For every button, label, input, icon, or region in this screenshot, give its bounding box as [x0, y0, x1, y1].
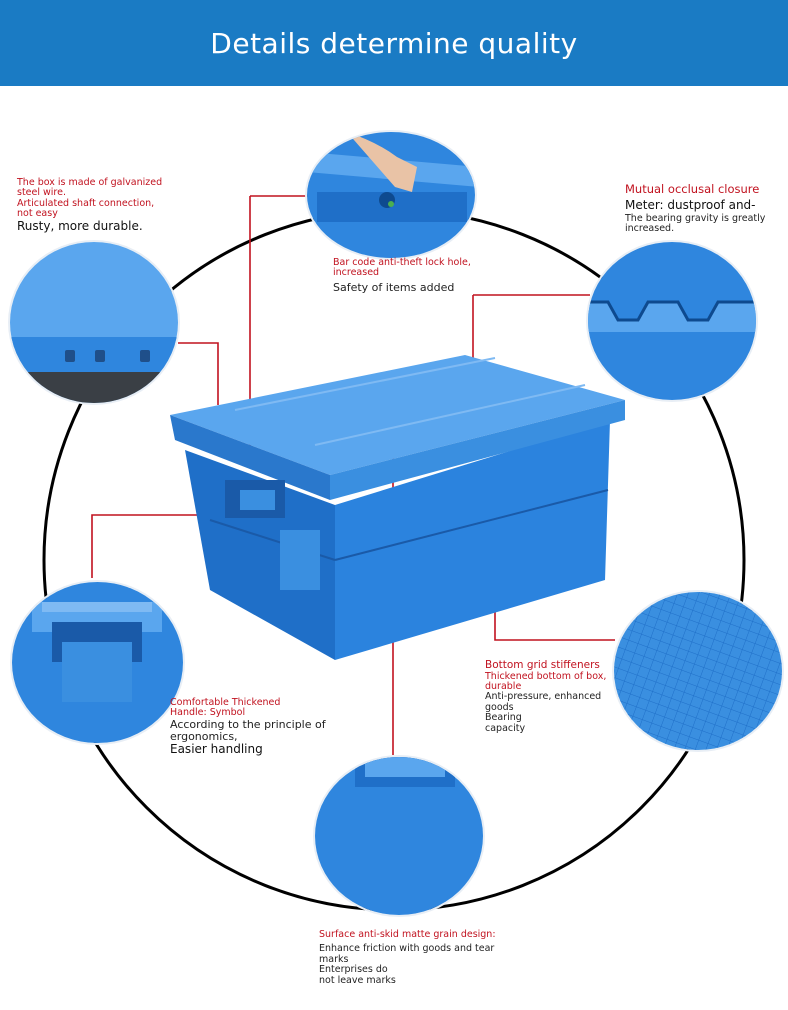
surface-caption-line5: not leave marks [319, 974, 396, 986]
surface-caption-line2: Enhance friction with goods and tear [319, 943, 495, 955]
lock-caption-line2: increased [333, 267, 380, 279]
detail-hinge-bubble [8, 240, 180, 405]
closure-caption: Mutual occlusal closure Meter: dustproof… [625, 183, 785, 235]
closure-caption-line1: Mutual occlusal closure [625, 182, 760, 196]
hinge-caption: The box is made of galvanized steel wire… [17, 177, 177, 233]
detail-lock-bubble [305, 130, 477, 260]
surface-caption-line3: marks [319, 953, 349, 965]
lock-caption-line1: Bar code anti-theft lock hole, [333, 257, 471, 268]
surface-caption: Surface anti-skid matte grain design: En… [319, 929, 519, 986]
header-banner: Details determine quality [0, 0, 788, 86]
bottom-caption-line3: durable [485, 680, 522, 692]
handle-caption-line1: Comfortable Thickened [170, 697, 281, 708]
hinge-caption-line2: steel wire. [17, 187, 66, 199]
surface-caption-line4: Enterprises do [319, 964, 388, 976]
hinge-caption-line3: Articulated shaft connection, [17, 197, 155, 209]
closure-caption-line2: Meter: dustproof and- [625, 197, 756, 212]
handle-caption-line3: According to the principle of [170, 717, 326, 731]
hinge-caption-line1: The box is made of galvanized [17, 177, 163, 188]
bottom-caption-line2: Thickened bottom of box, [485, 670, 607, 682]
handle-caption: Comfortable Thickened Handle: Symbol Acc… [170, 697, 330, 757]
detail-closure-bubble [586, 240, 758, 402]
bottom-caption-line1: Bottom grid stiffeners [485, 659, 600, 671]
bottom-caption-line7: capacity [485, 722, 526, 734]
lock-caption: Bar code anti-theft lock hole, increased… [333, 257, 523, 294]
surface-caption-line1: Surface anti-skid matte grain design: [319, 929, 496, 940]
closure-caption-line3: The bearing gravity is greatly [625, 212, 766, 224]
bottom-caption-line6: Bearing [485, 712, 522, 724]
lock-caption-line3: Safety of items added [333, 280, 455, 294]
detail-grid-bubble [612, 590, 784, 752]
page-title: Details determine quality [210, 26, 578, 60]
handle-caption-line4: ergonomics, [170, 729, 238, 743]
closure-caption-line4: increased. [625, 223, 675, 235]
handle-caption-line2: Handle: Symbol [170, 707, 246, 719]
crate-illustration [170, 355, 625, 660]
detail-surface-bubble [313, 755, 485, 917]
bottom-caption: Bottom grid stiffeners Thickened bottom … [485, 659, 635, 734]
detail-handle-bubble [10, 580, 185, 745]
handle-caption-line5: Easier handling [170, 742, 263, 757]
hinge-caption-line5: Rusty, more durable. [17, 218, 143, 233]
bottom-caption-line4: Anti-pressure, enhanced [485, 691, 602, 703]
hinge-caption-line4: not easy [17, 208, 58, 220]
bottom-caption-line5: goods [485, 701, 514, 713]
